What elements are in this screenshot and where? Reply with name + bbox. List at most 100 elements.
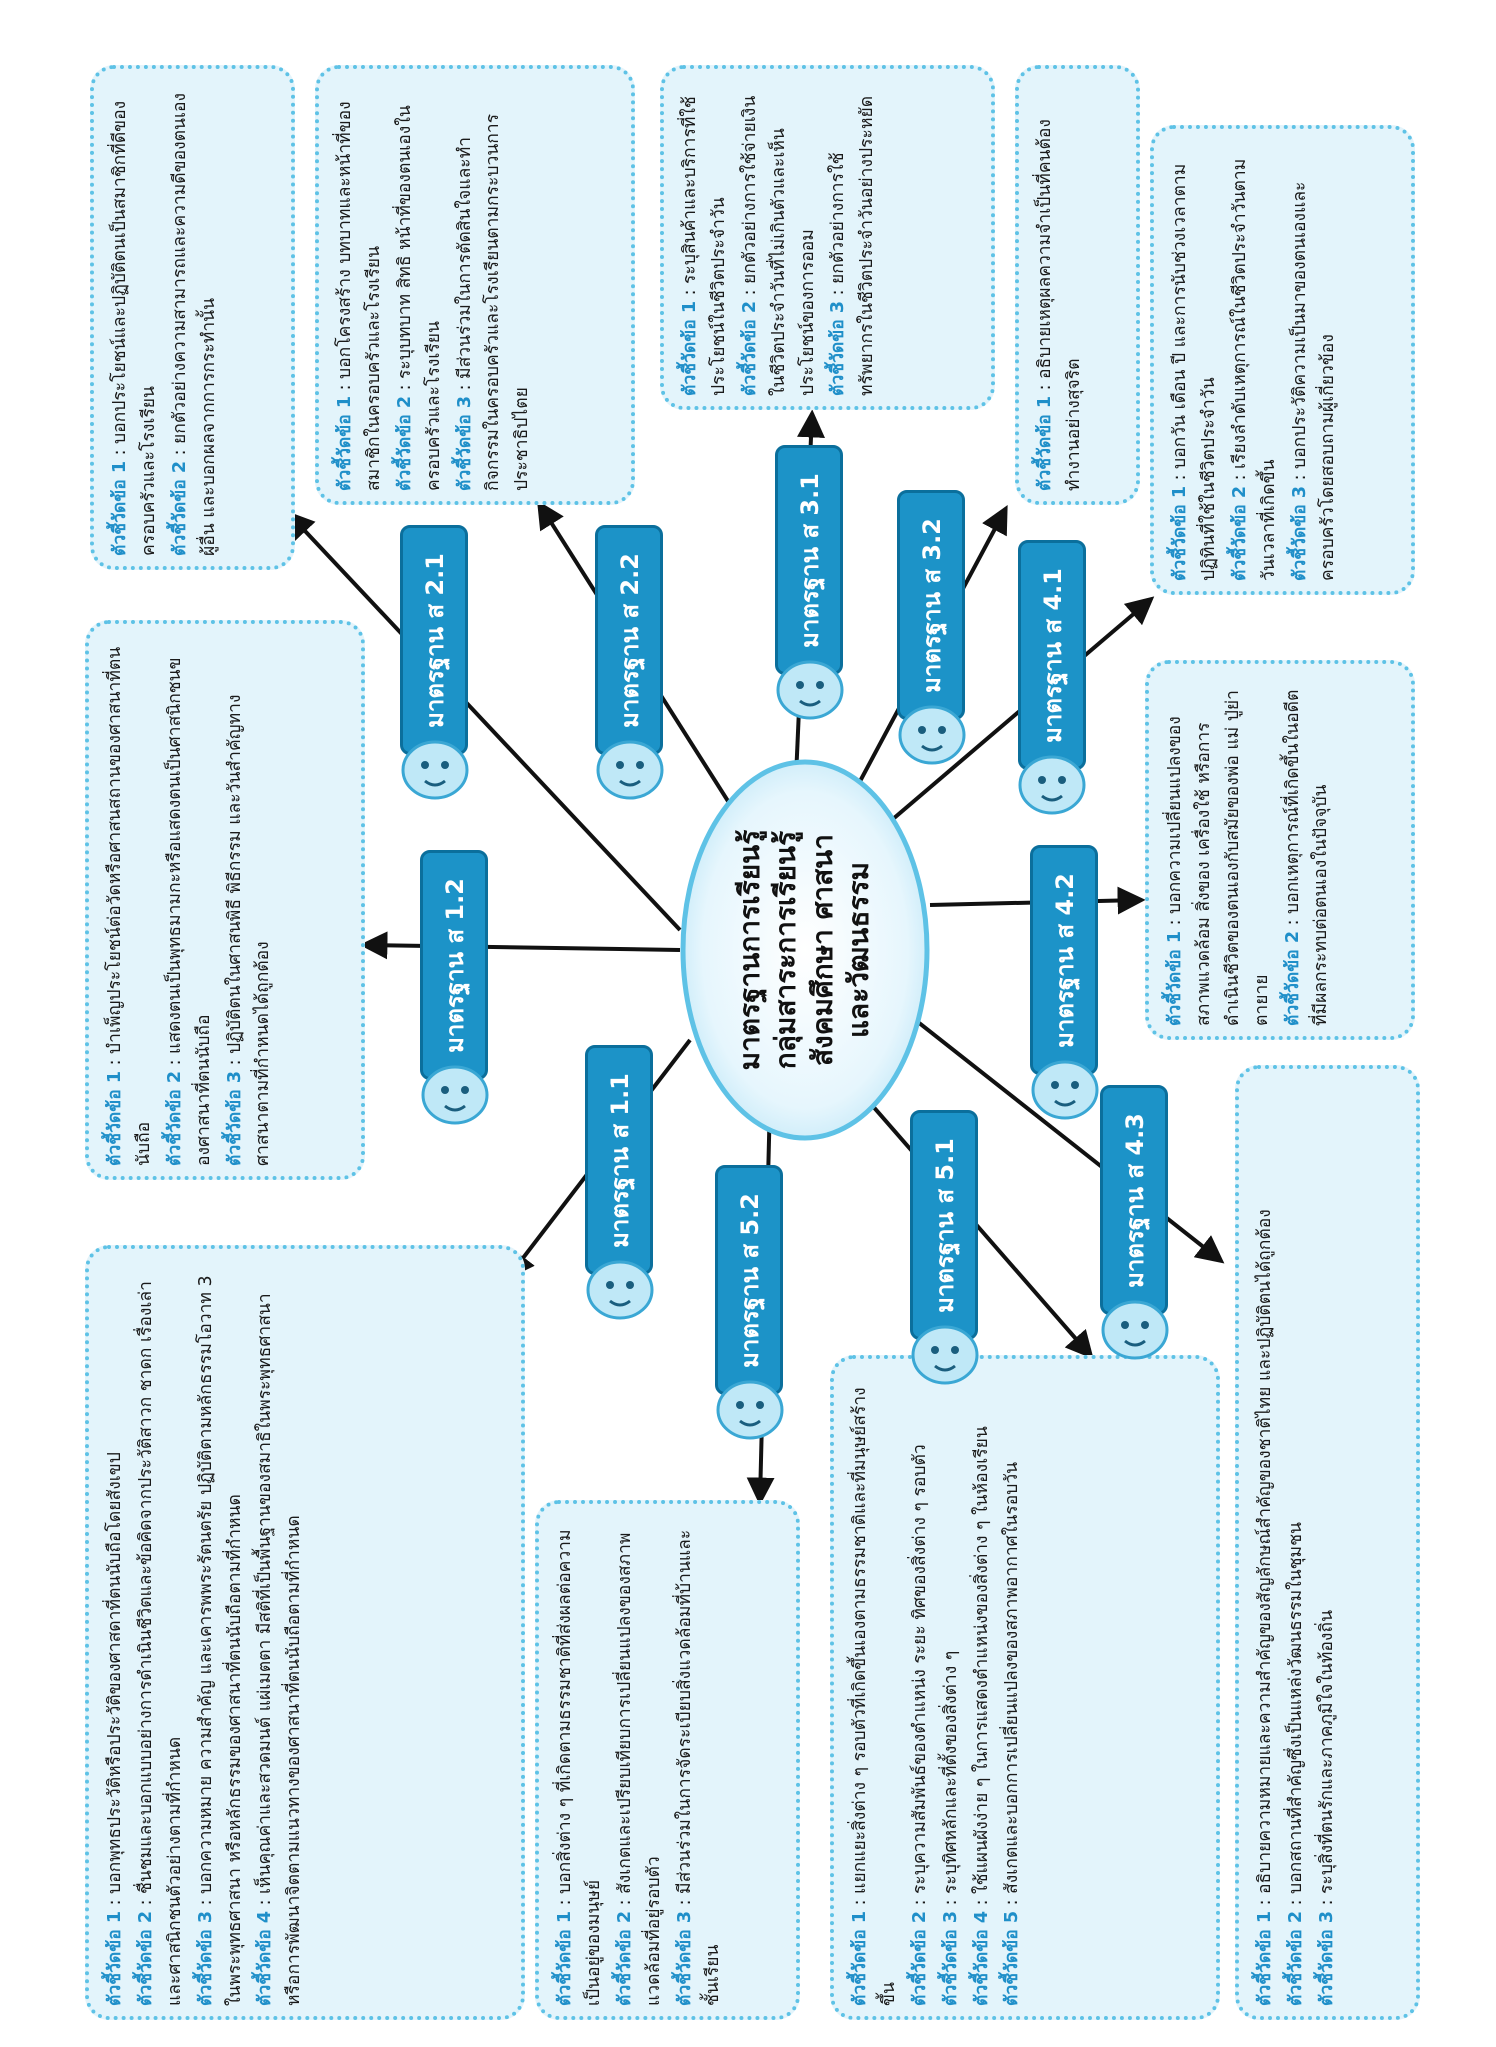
standard-label-s22: มาตรฐาน ส 2.2 (595, 525, 663, 755)
standard-label-s51: มาตรฐาน ส 5.1 (910, 1110, 978, 1340)
indicator-label: ตัวชี้วัดข้อ 1 (555, 1910, 575, 2006)
indicator-label: ตัวชี้วัดข้อ 1 (1165, 930, 1185, 1026)
indicator-label: ตัวชี้วัดข้อ 3 (674, 1910, 695, 2006)
indicator-text: : เห็นคุณค่าและสวดมนต์ แผ่เมตตา มีสติที่… (255, 1293, 305, 2006)
mascot-icon (776, 660, 844, 720)
indicator-item: ตัวชี้วัดข้อ 1 : อธิบายความหมายและความสำ… (1251, 1087, 1280, 2006)
indicator-item: ตัวชี้วัดข้อ 2 : ระบุความสัมพันธ์ของตำแห… (906, 1377, 935, 2006)
indicator-text: : ชื่นชมและบอกแบบอย่างการดำเนินชีวิตและข… (135, 1281, 185, 2006)
indicator-item: ตัวชี้วัดข้อ 1 : บอกประโยชน์และปฏิบัติตน… (106, 87, 164, 556)
indicator-box-s43: ตัวชี้วัดข้อ 1 : อธิบายความหมายและความสำ… (1235, 1065, 1420, 2020)
indicator-item: ตัวชี้วัดข้อ 1 : บอกความเปลี่ยนแปลงของสภ… (1161, 682, 1277, 1026)
indicator-label: ตัวชี้วัดข้อ 2 (614, 1910, 635, 2006)
indicator-box-s12: ตัวชี้วัดข้อ 1 : บำเพ็ญประโยชน์ต่อวัดหรื… (85, 620, 365, 1180)
center-title: มาตรฐานการเรียนรู้ กลุ่มสาระการเรียนรู้ … (683, 762, 927, 1138)
indicator-label: ตัวชี้วัดข้อ 1 (105, 1070, 125, 1166)
indicator-label: ตัวชี้วัดข้อ 3 (195, 1910, 216, 2006)
indicator-item: ตัวชี้วัดข้อ 3 : มีส่วนร่วมในการตัดสินใจ… (451, 87, 538, 491)
indicator-label: ตัวชี้วัดข้อ 1 (105, 1910, 125, 2006)
indicator-box-s22: ตัวชี้วัดข้อ 1 : บอกโครงสร้าง บทบาทและหน… (315, 65, 635, 505)
indicator-item: ตัวชี้วัดข้อ 1 : บอกสิ่งต่าง ๆ ที่เกิดตา… (551, 1522, 609, 2006)
indicator-text: : ระบุสิ่งที่ตนรักและภาคภูมิใจในท้องถิ่น (1316, 1609, 1337, 1911)
indicator-box-s51: ตัวชี้วัดข้อ 1 : แยกแยะสิ่งต่าง ๆ รอบตัว… (830, 1355, 1220, 2020)
indicator-box-s21: ตัวชี้วัดข้อ 1 : บอกประโยชน์และปฏิบัติตน… (90, 65, 295, 570)
indicator-box-s52: ตัวชี้วัดข้อ 1 : บอกสิ่งต่าง ๆ ที่เกิดตา… (535, 1500, 800, 2020)
indicator-label: ตัวชี้วัดข้อ 3 (828, 300, 849, 396)
indicator-label: ตัวชี้วัดข้อ 1 (850, 1910, 870, 2006)
mascot-icon (1031, 1060, 1099, 1120)
indicator-item: ตัวชี้วัดข้อ 2 : ชื่นชมและบอกแบบอย่างการ… (132, 1267, 190, 2006)
standard-label-s42: มาตรฐาน ส 4.2 (1030, 845, 1098, 1075)
indicator-label: ตัวชี้วัดข้อ 2 (164, 1070, 185, 1166)
indicator-text: : บอกพุทธประวัติหรือประวัติของศาสดาที่ตน… (105, 1452, 125, 1911)
indicator-label: ตัวชี้วัดข้อ 1 (1035, 395, 1055, 491)
indicator-text: : สังเกตและบอกการเปลี่ยนแปลงของสภาพอากาศ… (1002, 1461, 1023, 1911)
indicator-label: ตัวชี้วัดข้อ 2 (739, 300, 760, 396)
indicator-text: : อธิบายความหมายและความสำคัญของสัญลักษณ์… (1255, 1209, 1275, 1911)
indicator-item: ตัวชี้วัดข้อ 3 : ปฏิบัติตนในศาสนพิธี พิธ… (221, 642, 279, 1167)
indicator-label: ตัวชี้วัดข้อ 1 (1170, 485, 1190, 581)
indicator-text: : บอกสถานที่สำคัญซึ่งเป็นแหล่งวัฒนธรรมใน… (1285, 1522, 1306, 1911)
indicator-label: ตัวชี้วัดข้อ 4 (255, 1910, 276, 2006)
standard-label-s11: มาตรฐาน ส 1.1 (585, 1045, 653, 1275)
indicator-label: ตัวชี้วัดข้อ 1 (110, 460, 130, 556)
indicator-item: ตัวชี้วัดข้อ 1 : บอกพุทธประวัติหรือประวั… (101, 1267, 130, 2006)
center-line-1: มาตรฐานการเรียนรู้ (733, 829, 767, 1071)
indicator-text: : ใช้แผนผังง่าย ๆ ในการแสดงตำแหน่งของสิ่… (971, 1426, 992, 1911)
indicator-label: ตัวชี้วัดข้อ 4 (971, 1910, 992, 2006)
indicator-item: ตัวชี้วัดข้อ 2 : บอกสถานที่สำคัญซึ่งเป็น… (1282, 1087, 1311, 2006)
indicator-item: ตัวชี้วัดข้อ 2 : ระบุบทบาท สิทธิ หน้าที่… (391, 87, 449, 491)
mascot-icon (898, 705, 966, 765)
indicator-box-s31: ตัวชี้วัดข้อ 1 : ระบุสินค้าและบริการที่ใ… (660, 65, 995, 410)
center-line-4: และวัฒนธรรม (842, 861, 876, 1039)
standard-label-s31: มาตรฐาน ส 3.1 (775, 445, 843, 675)
indicator-label: ตัวชี้วัดข้อ 2 (909, 1910, 930, 2006)
mascot-icon (401, 740, 469, 800)
indicator-label: ตัวชี้วัดข้อ 1 (1255, 1910, 1275, 2006)
indicator-box-s41: ตัวชี้วัดข้อ 1 : บอกวัน เดือน ปี และการน… (1150, 125, 1415, 595)
indicator-label: ตัวชี้วัดข้อ 2 (394, 395, 415, 491)
indicator-label: ตัวชี้วัดข้อ 2 (169, 460, 190, 556)
indicator-label: ตัวชี้วัดข้อ 3 (940, 1910, 961, 2006)
standard-label-s52: มาตรฐาน ส 5.2 (715, 1165, 783, 1395)
indicator-text: : บอกความหมาย ความสำคัญ และเคารพพระรัตนต… (195, 1275, 245, 2006)
standard-label-s43: มาตรฐาน ส 4.3 (1100, 1085, 1168, 1315)
indicator-item: ตัวชี้วัดข้อ 4 : เห็นคุณค่าและสวดมนต์ แผ… (251, 1267, 309, 2006)
indicator-item: ตัวชี้วัดข้อ 3 : บอกความหมาย ความสำคัญ แ… (192, 1267, 250, 2006)
standard-label-s41: มาตรฐาน ส 4.1 (1018, 540, 1086, 770)
indicator-item: ตัวชี้วัดข้อ 1 : แยกแยะสิ่งต่าง ๆ รอบตัว… (846, 1377, 904, 2006)
indicator-label: ตัวชี้วัดข้อ 2 (1285, 1910, 1306, 2006)
indicator-item: ตัวชี้วัดข้อ 1 : ระบุสินค้าและบริการที่ใ… (676, 87, 734, 396)
center-line-3: สังคมศึกษา ศาสนา (806, 833, 839, 1067)
indicator-label: ตัวชี้วัดข้อ 3 (1289, 485, 1310, 581)
indicator-label: ตัวชี้วัดข้อ 1 (335, 395, 355, 491)
indicator-item: ตัวชี้วัดข้อ 3 : ระบุทิศหลักและที่ตั้งขอ… (937, 1377, 966, 2006)
indicator-item: ตัวชี้วัดข้อ 1 : อธิบายเหตุผลความจำเป็นท… (1031, 87, 1089, 491)
mascot-icon (421, 1065, 489, 1125)
indicator-item: ตัวชี้วัดข้อ 3 : บอกประวัติความเป็นมาของ… (1286, 147, 1344, 581)
mascot-icon (596, 740, 664, 800)
indicator-item: ตัวชี้วัดข้อ 3 : มีส่วนร่วมในการจัดระเบี… (671, 1522, 729, 2006)
mascot-icon (911, 1325, 979, 1385)
indicator-label: ตัวชี้วัดข้อ 3 (1316, 1910, 1337, 2006)
indicator-box-s11: ตัวชี้วัดข้อ 1 : บอกพุทธประวัติหรือประวั… (85, 1245, 525, 2020)
indicator-label: ตัวชี้วัดข้อ 3 (454, 395, 475, 491)
center-line-2: กลุ่มสาระการเรียนรู้ (769, 830, 803, 1070)
mascot-icon (1018, 755, 1086, 815)
indicator-box-s32: ตัวชี้วัดข้อ 1 : อธิบายเหตุผลความจำเป็นท… (1015, 65, 1140, 505)
indicator-text: : ระบุทิศหลักและที่ตั้งของสิ่งต่าง ๆ (940, 1650, 961, 1911)
indicator-item: ตัวชี้วัดข้อ 2 : สังเกตและเปรียบเทียบการ… (611, 1522, 669, 2006)
mascot-icon (716, 1380, 784, 1440)
standard-label-s21: มาตรฐาน ส 2.1 (400, 525, 468, 755)
connector-s21 (286, 510, 682, 932)
indicator-item: ตัวชี้วัดข้อ 3 : ยกตัวอย่างการใช้ทรัพยาก… (824, 87, 882, 396)
connector-s12 (359, 931, 681, 960)
indicator-item: ตัวชี้วัดข้อ 5 : สังเกตและบอกการเปลี่ยนแ… (998, 1377, 1027, 2006)
center-ellipse (680, 759, 930, 1141)
standard-label-s12: มาตรฐาน ส 1.2 (420, 850, 488, 1080)
mascot-icon (586, 1260, 654, 1320)
indicator-item: ตัวชี้วัดข้อ 1 : บำเพ็ญประโยชน์ต่อวัดหรื… (101, 642, 159, 1166)
standard-label-s32: มาตรฐาน ส 3.2 (897, 490, 965, 720)
indicator-item: ตัวชี้วัดข้อ 4 : ใช้แผนผังง่าย ๆ ในการแส… (968, 1377, 997, 2006)
